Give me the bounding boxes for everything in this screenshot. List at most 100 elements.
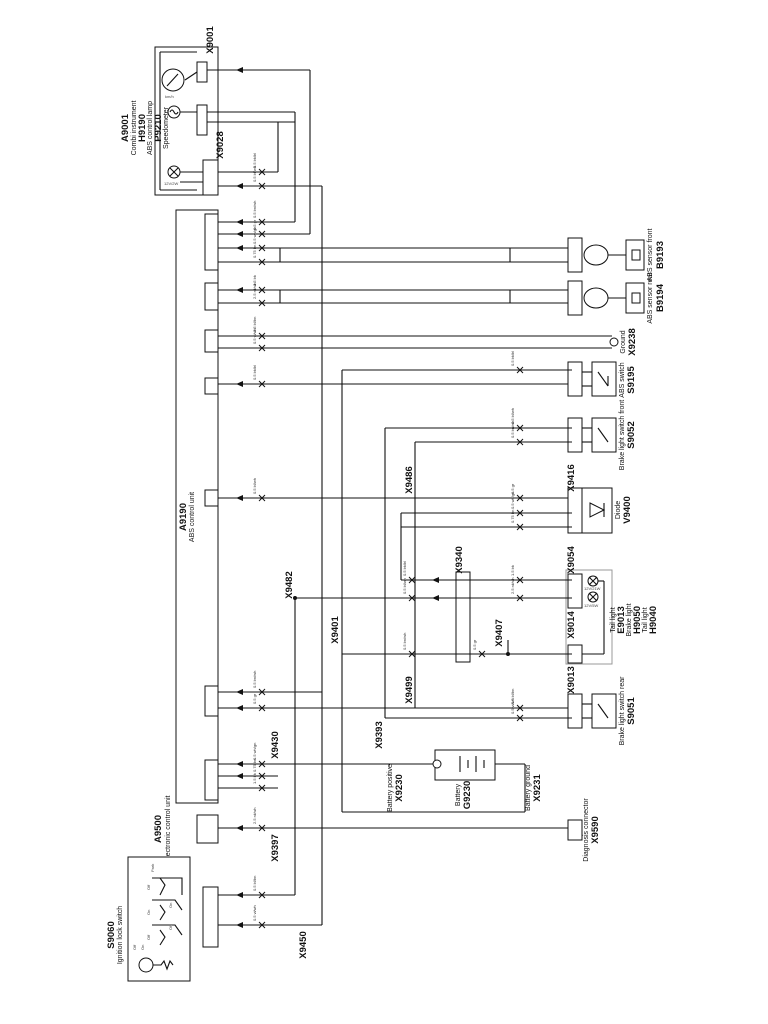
- wire-cross-mark: [258, 182, 266, 190]
- wire-cross-mark: [516, 576, 524, 584]
- switch-pos-on-2: On: [168, 903, 173, 908]
- s9052-name: Brake light switch front: [619, 400, 626, 470]
- x9013-label: X9013: [566, 666, 577, 693]
- switch-pos-off-3: Off: [168, 924, 173, 930]
- b9194-name: ABS sensor rear: [647, 272, 654, 324]
- wire-color-label: 0.75 bn: [510, 510, 515, 523]
- abs-sensor-front-coil-icon: [583, 244, 609, 266]
- wire-color-label: 0.5 bn/wh: [252, 201, 257, 218]
- ecu-input-arrows: [236, 219, 243, 779]
- wire-cross-mark: [258, 332, 266, 340]
- v9400-designation: V9400: [622, 496, 633, 523]
- wire-color-label: 1.5 bk: [510, 565, 515, 576]
- b9193-name: ABS sensor front: [647, 228, 654, 281]
- g9230-designation: G9230: [462, 781, 473, 810]
- x9430-label: X9430: [270, 731, 281, 758]
- wire-cross-mark: [516, 424, 524, 432]
- wire-cross-mark: [516, 704, 524, 712]
- wire-color-label: 2.5 rd/wh: [252, 283, 257, 299]
- s9195-designation: S9195: [626, 366, 637, 394]
- p9210-name: Speedometer: [163, 106, 170, 149]
- switch-pos-off-2: Off: [146, 934, 151, 940]
- wire-color-label: 0.75 bn: [252, 759, 257, 772]
- wire-cross-mark: [258, 168, 266, 176]
- h9040-name: Tail light: [642, 607, 649, 632]
- b9194-designation: B9194: [655, 283, 666, 312]
- x9590-name: Diagnosis connector: [583, 798, 590, 862]
- wire-color-label: 0.5 vi/wh: [252, 328, 257, 344]
- x9231-name: Battery ground: [525, 765, 532, 811]
- wire-color-label: 0.5 bl/wh: [252, 166, 257, 182]
- sensor-rear-connector: [567, 280, 583, 316]
- wire-cross-mark: [258, 824, 266, 832]
- diagnosis-connector-icon[interactable]: [567, 819, 583, 841]
- a9500-name: Electronic control unit: [165, 795, 172, 862]
- sensor-front-connector: [567, 237, 583, 273]
- e9013-designation: E9013: [616, 606, 627, 633]
- ctrl-lamp-bulb-label: 12V/2W: [164, 181, 178, 186]
- p9210-designation: P9210: [153, 114, 164, 141]
- brake-bulb-rating: 12V/21W: [584, 586, 601, 591]
- switch-pos-on-1: On: [146, 910, 151, 915]
- brake-switch-front-connector: [567, 417, 583, 453]
- switch-top-label-off: Off: [132, 944, 137, 950]
- wire-cross-mark: [258, 344, 266, 352]
- a9190-name: ABS control unit: [189, 492, 196, 542]
- x9416-label: X9416: [566, 464, 577, 491]
- a9001-name: Combi instrument: [131, 101, 138, 156]
- connector-x9028: [202, 159, 219, 196]
- wire-color-label: 0.5 gr: [510, 483, 515, 494]
- wire-cross-mark: [408, 594, 416, 602]
- wire-cross-mark: [258, 704, 266, 712]
- abs-switch-connector: [567, 361, 583, 397]
- wire-color-label: 0.5 wh/gn: [510, 492, 515, 509]
- wire-cross-mark: [408, 576, 416, 584]
- v9400-name: Diode: [615, 501, 622, 519]
- diode-connector-x9416: [567, 487, 583, 534]
- x9590-designation: X9590: [590, 816, 601, 843]
- wire-cross-mark: [258, 784, 266, 792]
- wire-color-label: 0.5 wh/gn: [252, 743, 257, 760]
- wire-cross-mark: [258, 891, 266, 899]
- ignition-key-icon: [138, 957, 154, 973]
- wire-color-label: 0.5 bl/bn: [252, 876, 257, 891]
- g9230-name: Battery: [455, 783, 462, 806]
- b9193-designation: B9193: [655, 241, 666, 269]
- wire-color-label: 0.5 vi/wh: [252, 905, 257, 921]
- s9051-designation: S9051: [626, 697, 637, 725]
- tail-bulb-rating: 12V/5W: [584, 603, 598, 608]
- x9393-label: X9393: [374, 721, 385, 748]
- wire-color-label: 0.5 bk/bl: [252, 153, 257, 168]
- s9052-designation: S9052: [626, 421, 637, 448]
- h9050-designation: H9050: [632, 606, 643, 634]
- h9190-designation: H9190: [137, 114, 148, 142]
- brake-switch-rear-connector: [567, 693, 583, 729]
- wire-color-label: 0.5 bn/wh: [402, 633, 407, 650]
- wire-cross-mark: [258, 244, 266, 252]
- switch-top-label-on: On: [140, 945, 145, 950]
- s9060-designation: S9060: [106, 921, 117, 948]
- wire-color-label: 1.5 bk: [252, 773, 257, 784]
- tail-light-frame: [565, 569, 613, 665]
- wire-color-label: 0.5 bl/bn: [252, 317, 257, 332]
- wire-cross-mark: [258, 218, 266, 226]
- wire-color-label: 0.75 bn: [252, 245, 257, 258]
- a9190-designation: A9190: [178, 503, 189, 531]
- x9486-label: X9486: [404, 466, 415, 493]
- wire-cross-mark: [258, 688, 266, 696]
- wire-cross-mark: [516, 438, 524, 446]
- x9231-designation: X9231: [532, 774, 543, 802]
- abs-switch-icon: [591, 361, 617, 397]
- wire-cross-mark: [516, 523, 524, 531]
- x9340-label: X9340: [454, 546, 465, 573]
- a9001-designation: A9001: [120, 113, 131, 142]
- connector-x9001-b: [196, 104, 208, 136]
- brake-switch-front-icon: [591, 417, 617, 453]
- s9060-name: Ignition lock switch: [117, 906, 124, 964]
- battery-box: [434, 749, 496, 781]
- wire-color-label: 0.5 bk/bl: [252, 365, 257, 380]
- connector-x9001-a: [196, 61, 208, 83]
- wire-color-label: 2.5 rd/wh: [510, 578, 515, 594]
- a9500-designation: A9500: [153, 815, 164, 843]
- switch-pos-off-1: Off: [146, 884, 151, 890]
